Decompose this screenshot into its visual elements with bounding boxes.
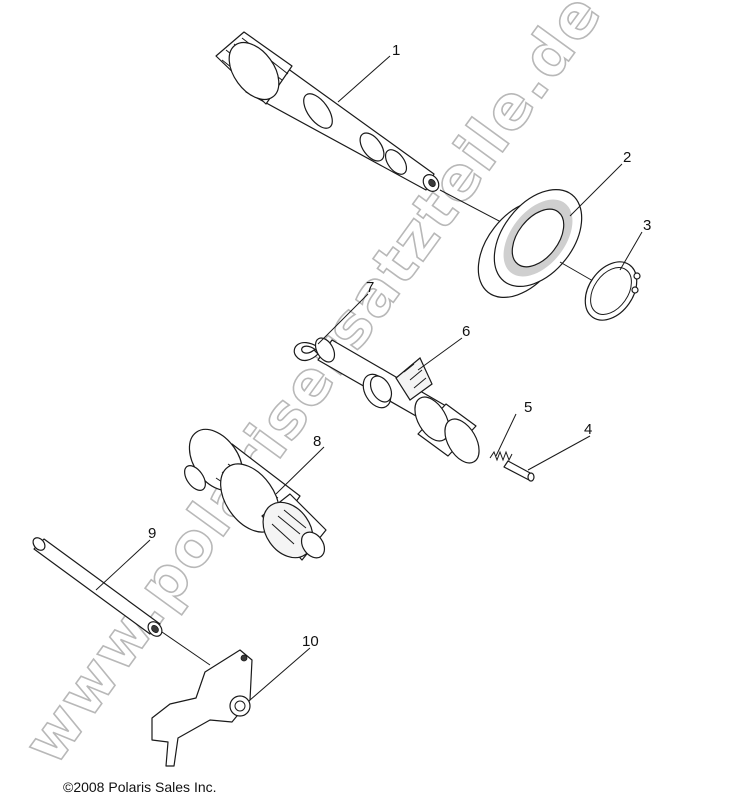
part-5-spring <box>489 450 513 462</box>
part-10-shift-fork <box>151 649 253 767</box>
callout-3: 3 <box>643 217 651 234</box>
part-3-circlip <box>584 261 641 321</box>
part-6-gear-shaft <box>314 337 480 464</box>
part-1-shaft <box>215 31 521 233</box>
callout-5: 5 <box>524 399 532 416</box>
callout-1: 1 <box>392 42 400 59</box>
part-4-pin <box>503 460 535 482</box>
part-9-rod <box>32 537 211 666</box>
copyright-notice: ©2008 Polaris Sales Inc. <box>63 779 217 795</box>
callout-6: 6 <box>462 323 470 340</box>
leader-lines <box>95 55 643 701</box>
callout-8: 8 <box>313 433 321 450</box>
part-8-starter-drive <box>184 428 327 561</box>
callout-4: 4 <box>584 421 592 438</box>
callout-7: 7 <box>366 279 374 296</box>
callout-9: 9 <box>148 525 156 542</box>
callout-labels: 1 2 3 7 6 5 4 8 9 10 <box>148 42 651 650</box>
callout-10: 10 <box>302 633 319 650</box>
part-2-bearing <box>477 188 601 299</box>
part-7-e-clip <box>293 342 319 362</box>
callout-2: 2 <box>623 149 631 166</box>
